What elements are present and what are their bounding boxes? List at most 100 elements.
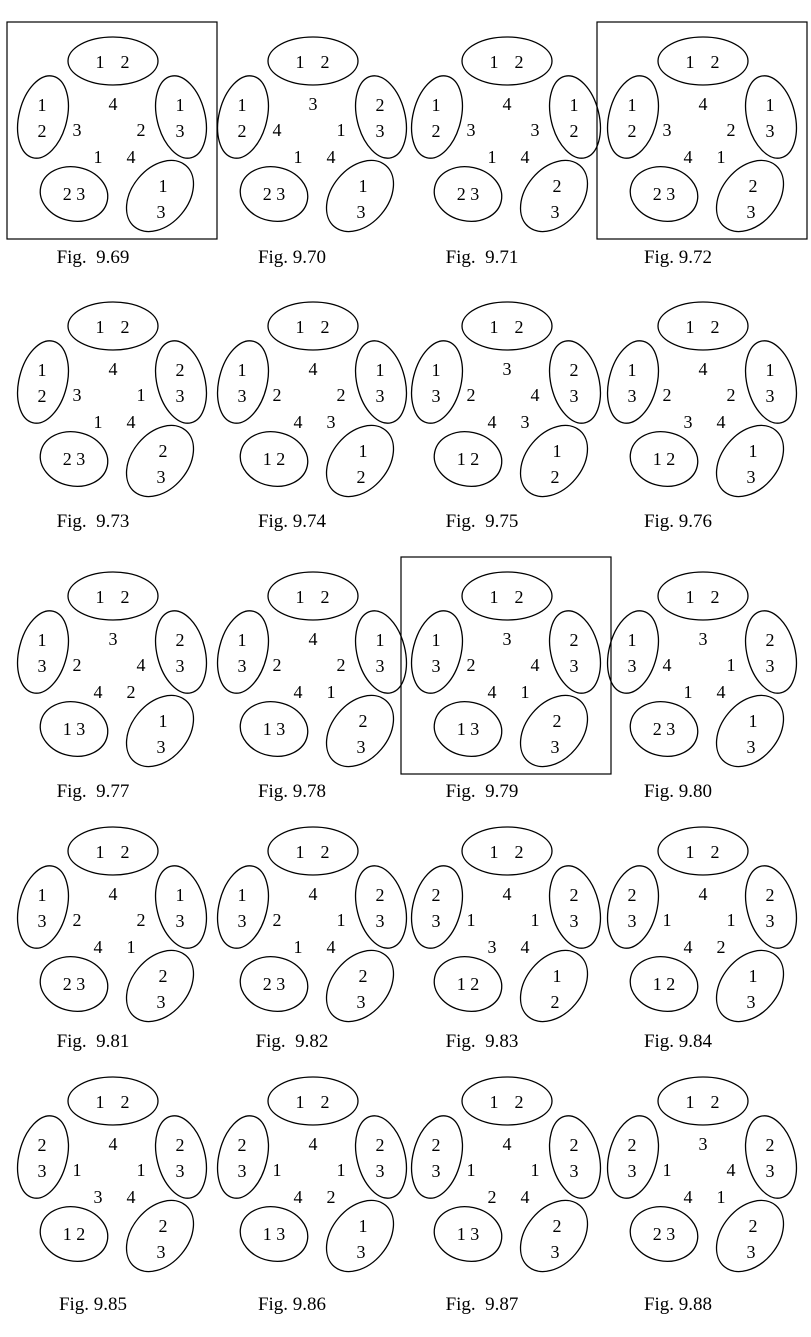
ellipse-left [216,340,270,424]
center-label-right: 1 [727,655,736,675]
ellipse-left-label-b: 3 [628,656,637,676]
center-label-right: 2 [337,385,346,405]
center-label-bottom-right: 3 [327,412,336,432]
center-label-bottom-left: 4 [488,412,497,432]
ellipse-bottom-right-label-a: 2 [553,711,562,731]
center-label-top: 4 [109,1134,118,1154]
center-label-left: 2 [73,910,82,930]
center-label-bottom-left: 4 [684,937,693,957]
ellipse-right [354,75,408,159]
ellipse-left-label-a: 1 [432,630,441,650]
center-label-right: 2 [137,120,146,140]
ellipse-right-label-a: 1 [176,885,185,905]
ellipse-right-label-a: 1 [176,95,185,115]
center-label-left: 4 [273,120,282,140]
ellipse-top [461,301,553,351]
ellipse-left [410,1115,464,1199]
center-label-left: 1 [273,1160,282,1180]
ellipse-left-label-a: 1 [38,630,47,650]
ellipse-right-label-b: 3 [570,911,579,931]
ellipse-bottom-right-label-a: 2 [553,1216,562,1236]
ellipse-bottom-left-label: 1 3 [457,1224,480,1244]
ellipse-bottom-right-label-b: 2 [551,992,560,1012]
ellipse-left-label-b: 2 [38,386,47,406]
center-label-right: 1 [337,120,346,140]
ellipse-left-label-a: 1 [432,95,441,115]
ellipse-right [548,75,602,159]
center-label-top: 4 [109,884,118,904]
ellipse-top [461,1076,553,1126]
ellipse-left [16,1115,70,1199]
ellipse-top-label-b: 2 [515,52,524,72]
ellipse-right [744,340,798,424]
ellipse-top-label-a: 1 [490,587,499,607]
ellipse-right-label-b: 3 [766,121,775,141]
ellipse-right-label-a: 1 [376,360,385,380]
ellipse-left [606,610,660,694]
ellipse-bottom-right-label-b: 3 [157,467,166,487]
ellipse-right [548,340,602,424]
ellipse-bottom-right-label-a: 1 [553,441,562,461]
ellipse-top-label-b: 2 [321,317,330,337]
ellipse-left-label-b: 3 [432,656,441,676]
ellipse-bottom-left-label: 1 3 [263,1224,286,1244]
ellipse-bottom-right-label-b: 3 [747,992,756,1012]
ellipse-bottom-right [125,694,195,768]
ellipse-bottom-right [715,949,785,1023]
ellipse-left-label-b: 3 [238,386,247,406]
center-label-top: 4 [109,359,118,379]
ellipse-right-label-a: 2 [376,95,385,115]
ellipse-top-label-a: 1 [96,52,105,72]
ellipse-top-label-a: 1 [296,52,305,72]
ellipse-top [657,1076,749,1126]
ellipse-bottom-left [239,701,309,757]
ellipse-bottom-left-label: 2 3 [63,974,86,994]
figure-caption: Fig. 9.80 [644,781,712,802]
center-label-right: 2 [137,910,146,930]
ellipse-top [461,36,553,86]
ellipse-right-label-b: 3 [176,911,185,931]
ellipse-top-label-a: 1 [490,52,499,72]
ellipse-right-label-b: 3 [570,1161,579,1181]
ellipse-bottom-left [39,701,109,757]
center-label-right: 2 [727,385,736,405]
ellipse-bottom-right-label-b: 3 [747,467,756,487]
figure-caption: Fig. 9.83 [446,1031,519,1052]
ellipse-bottom-right-label-a: 1 [159,176,168,196]
center-label-left: 2 [467,655,476,675]
ellipse-bottom-right-label-a: 1 [749,966,758,986]
center-label-bottom-right: 4 [717,412,726,432]
ellipse-bottom-right-label-a: 1 [749,441,758,461]
center-label-top: 4 [503,94,512,114]
ellipse-left-label-b: 3 [38,656,47,676]
ellipse-top-label-a: 1 [296,842,305,862]
ellipse-right-label-a: 2 [766,1135,775,1155]
center-label-bottom-left: 3 [488,937,497,957]
ellipse-left-label-a: 1 [628,360,637,380]
ellipse-right [154,610,208,694]
center-label-left: 2 [73,655,82,675]
ellipse-left-label-a: 2 [432,1135,441,1155]
ellipse-bottom-right [325,694,395,768]
ellipse-top-label-b: 2 [121,52,130,72]
center-label-right: 1 [337,1160,346,1180]
ellipse-right-label-b: 3 [376,656,385,676]
ellipse-bottom-right-label-b: 3 [551,737,560,757]
ellipse-left [16,610,70,694]
ellipse-top-label-b: 2 [515,317,524,337]
ellipse-top-label-b: 2 [711,52,720,72]
center-label-right: 1 [137,1160,146,1180]
ellipse-top [67,1076,159,1126]
center-label-right: 1 [337,910,346,930]
center-label-bottom-left: 4 [94,937,103,957]
ellipse-right-label-b: 3 [376,121,385,141]
ellipse-left [410,340,464,424]
ellipse-bottom-right-label-a: 2 [749,176,758,196]
ellipse-bottom-left-label: 1 3 [63,719,86,739]
ellipse-right-label-a: 2 [176,1135,185,1155]
center-label-bottom-left: 4 [294,412,303,432]
ellipse-left [16,340,70,424]
